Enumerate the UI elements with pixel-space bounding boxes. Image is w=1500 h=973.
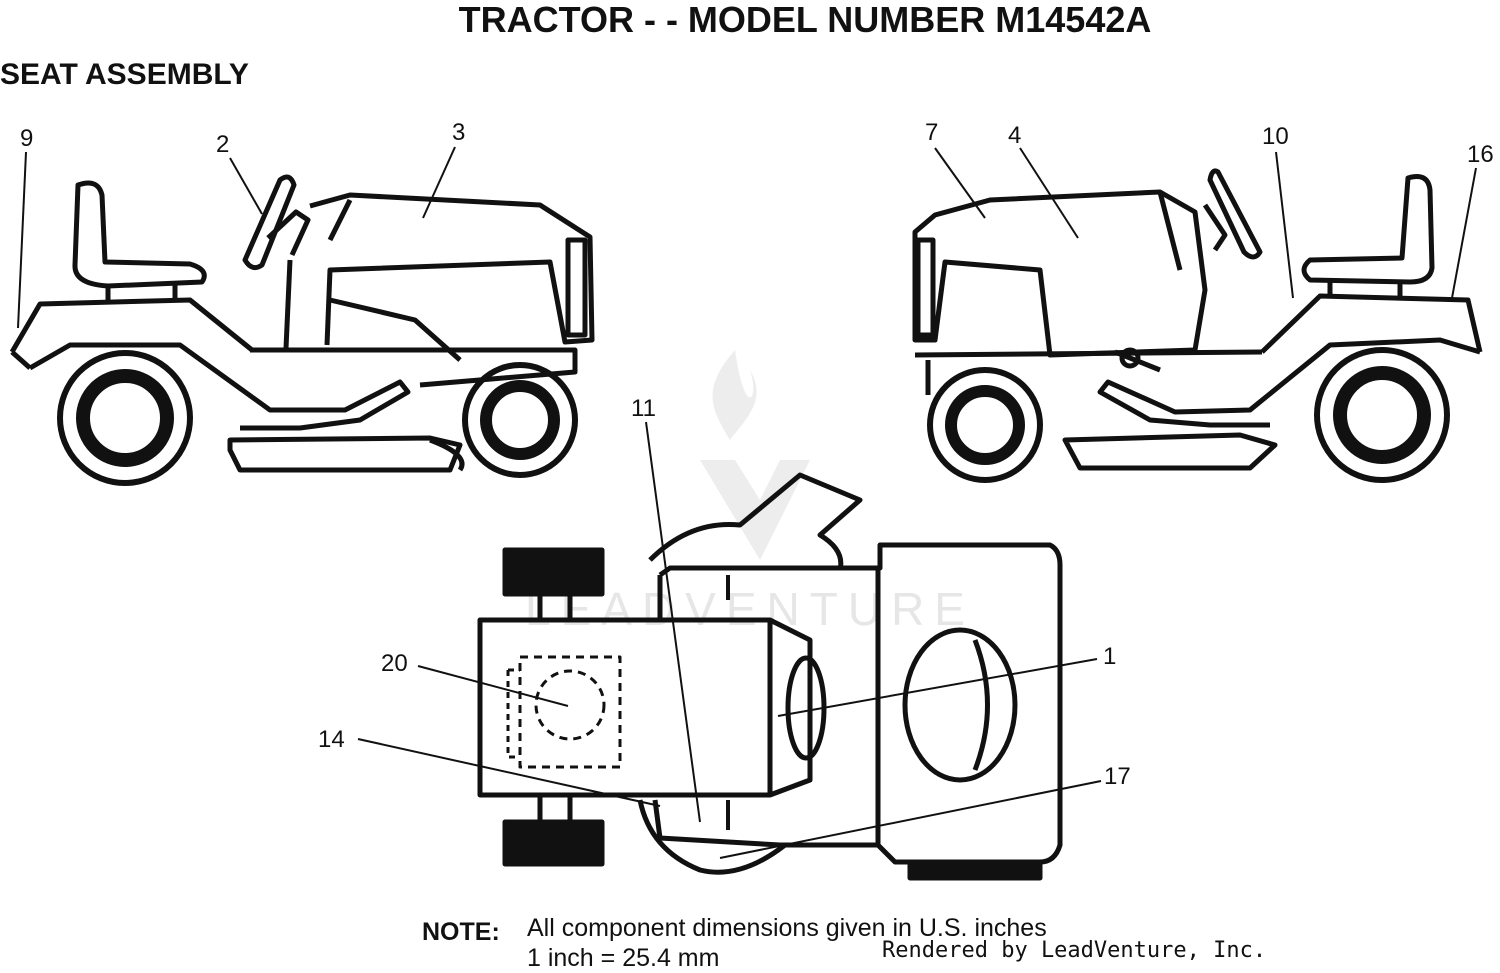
front-axle-top xyxy=(537,594,573,822)
dash-left xyxy=(283,259,293,349)
callout-10: 10 xyxy=(1262,123,1289,150)
seat-support-right xyxy=(1327,280,1403,296)
leader-2 xyxy=(229,157,263,215)
battery-outline-top xyxy=(518,655,622,769)
callout-numbers: 9 2 3 7 4 10 16 11 20 1 14 17 xyxy=(20,119,1494,790)
callout-7: 7 xyxy=(925,119,938,146)
callout-4: 4 xyxy=(1008,122,1021,149)
grille-left xyxy=(565,237,588,338)
callout-9: 9 xyxy=(20,125,33,152)
leader-3 xyxy=(422,146,456,219)
rear-tire-top xyxy=(907,859,1043,881)
callout-2: 2 xyxy=(216,131,229,158)
note-conversion-text: 1 inch = 25.4 mm xyxy=(527,944,720,972)
deck-top xyxy=(648,472,863,571)
steering-column-left xyxy=(266,209,311,257)
callout-17: 17 xyxy=(1104,763,1131,790)
deck-chute-left xyxy=(429,437,465,472)
rear-fender-right xyxy=(1260,293,1483,354)
front-tire-top-2 xyxy=(502,819,605,867)
front-tire-top-1 xyxy=(502,547,605,597)
section-title: SEAT ASSEMBLY xyxy=(0,58,249,91)
leader-16 xyxy=(1451,167,1477,299)
callout-3: 3 xyxy=(452,119,465,146)
rear-hub-right xyxy=(1333,366,1431,464)
callout-14: 14 xyxy=(318,726,345,753)
leader-9 xyxy=(17,151,27,329)
deck-lower-top xyxy=(637,799,787,875)
front-wheel-right xyxy=(927,367,1043,483)
tractor-left-side-view xyxy=(9,174,595,486)
steering-wheel-right xyxy=(1207,168,1263,260)
hood-side-right xyxy=(1157,191,1183,271)
frame-left xyxy=(250,347,578,388)
rear-wheel-left xyxy=(57,350,193,486)
note-dimensions-text: All component dimensions given in U.S. i… xyxy=(527,914,1047,942)
engine-circle-top xyxy=(534,669,606,741)
leader-lines xyxy=(17,146,1477,859)
callout-16: 16 xyxy=(1467,141,1494,168)
frame-right xyxy=(914,349,1263,395)
front-hub-right xyxy=(945,385,1025,465)
deck-left xyxy=(227,435,463,473)
rear-hub-left xyxy=(76,369,174,467)
seat-right xyxy=(1301,174,1435,285)
leader-14 xyxy=(357,738,661,807)
leader-10 xyxy=(1275,151,1294,299)
leader-17 xyxy=(719,780,1102,859)
lift-lever-right xyxy=(1114,347,1161,373)
page-title: TRACTOR - - MODEL NUMBER M14542A xyxy=(458,0,1152,40)
tractor-top-view xyxy=(477,472,1063,881)
leader-7 xyxy=(934,147,986,219)
steering-column-right xyxy=(1202,203,1228,252)
credit-text: Rendered by LeadVenture, Inc. xyxy=(882,938,1267,963)
seat-left xyxy=(72,180,207,289)
grille-right xyxy=(915,237,936,338)
hood-left xyxy=(309,192,595,346)
chassis-right xyxy=(1097,337,1481,428)
watermark-logo-icon xyxy=(700,350,810,560)
callout-20: 20 xyxy=(381,650,408,677)
seat-back-top xyxy=(972,639,990,771)
front-hub-left xyxy=(480,380,560,460)
deck-right xyxy=(1062,432,1278,471)
leader-1 xyxy=(777,658,1098,717)
body-top xyxy=(652,542,1063,865)
note-label: NOTE: xyxy=(422,918,500,946)
callout-11: 11 xyxy=(631,395,656,422)
tractor-right-side-view xyxy=(912,168,1483,483)
leader-4 xyxy=(1019,147,1079,239)
rear-fender-left xyxy=(9,297,254,370)
rear-wheel-right xyxy=(1314,347,1450,483)
leader-11 xyxy=(645,421,701,823)
steering-wheel-left xyxy=(242,174,297,271)
chassis-left xyxy=(28,342,411,431)
seat-support-left xyxy=(105,284,178,300)
callout-1: 1 xyxy=(1103,643,1116,670)
hood-side-left xyxy=(327,198,353,242)
seat-top xyxy=(902,627,1018,783)
body-divider-top xyxy=(657,568,881,845)
front-hood-top xyxy=(477,617,773,798)
engine-left xyxy=(329,297,462,362)
front-wheel-left xyxy=(462,362,578,478)
battery-side-top xyxy=(506,668,520,759)
hood-right xyxy=(912,189,1208,358)
leader-20 xyxy=(417,665,569,707)
